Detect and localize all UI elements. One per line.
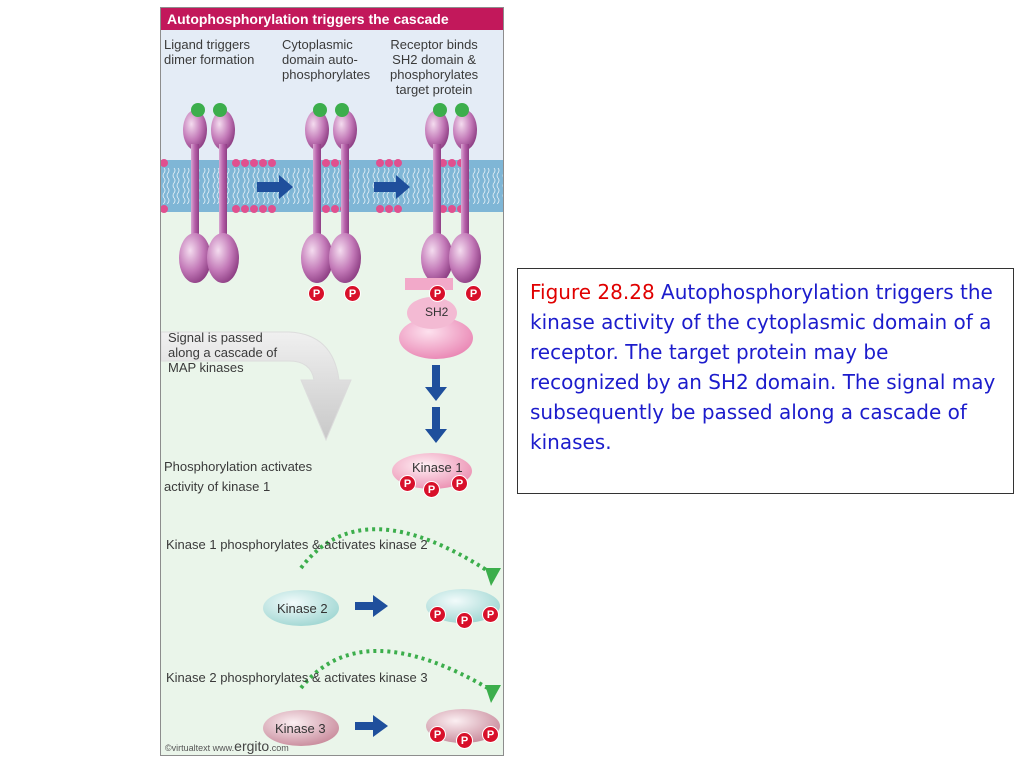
lipid-head — [322, 205, 330, 213]
phospho-marker: P — [465, 285, 482, 302]
ligand — [335, 103, 349, 117]
diagram-graphic — [161, 30, 503, 755]
lipid-head — [394, 205, 402, 213]
lipid-head — [259, 205, 267, 213]
ligand — [191, 103, 205, 117]
ligand — [455, 103, 469, 117]
receptor-dimer — [179, 103, 239, 283]
lipid-head — [232, 159, 240, 167]
receptor-dimers — [179, 103, 481, 283]
lipid-head — [331, 205, 339, 213]
arrow-right-icon — [355, 715, 388, 737]
lipid-head — [241, 159, 249, 167]
lipid-head — [385, 205, 393, 213]
ligand — [313, 103, 327, 117]
gray-cascade-arrow — [161, 331, 352, 442]
ligand-label: Ligand triggers dimer formation — [164, 37, 255, 67]
phospho-marker: P — [399, 475, 416, 492]
lipid-head — [385, 159, 393, 167]
lipid-head — [448, 159, 456, 167]
cytoplasmic-label: Cytoplasmic domain auto- phosphorylates — [282, 37, 371, 82]
receptor-transmembrane — [313, 144, 321, 254]
lipid-head — [250, 159, 258, 167]
phospho-marker: P — [482, 726, 499, 743]
phospho-marker: P — [423, 481, 440, 498]
kinase-3-label: Kinase 3 — [275, 721, 326, 736]
lipid-head — [331, 159, 339, 167]
membrane-arrows — [257, 175, 410, 199]
signal-text: Signal is passed along a cascade of MAP … — [168, 330, 278, 375]
dotted-arrows — [299, 527, 493, 692]
receptor-extracellular-domain — [453, 110, 477, 150]
receptor-cytoplasmic-domain — [449, 233, 481, 283]
receptor-cytoplasmic-domain — [179, 233, 211, 283]
kinase-2-shape — [263, 590, 339, 626]
lipid-head — [376, 205, 384, 213]
arrow-down-icon — [425, 407, 447, 443]
receptor-transmembrane — [461, 144, 469, 254]
receptor-cytoplasmic-domain — [329, 233, 361, 283]
lipid-head — [232, 205, 240, 213]
receptor-dimer — [301, 103, 361, 283]
phospho-marker: P — [344, 285, 361, 302]
arrow-right-icon — [355, 595, 388, 617]
ligand — [433, 103, 447, 117]
phospho-marker: P — [429, 285, 446, 302]
phospho-marker: P — [456, 612, 473, 629]
phosphorylation-text: Phosphorylation activates activity of ki… — [164, 459, 313, 494]
lipid-head — [376, 159, 384, 167]
receptor-extracellular-domain — [183, 110, 207, 150]
kinase-3-shape — [263, 710, 339, 746]
receptor-cytoplasmic-domain — [301, 233, 333, 283]
ligand — [213, 103, 227, 117]
receptor-transmembrane — [433, 144, 441, 254]
arrow-right-icon — [374, 175, 410, 199]
arrow-right-icon — [257, 175, 293, 199]
receptor-cytoplasmic-domain — [207, 233, 239, 283]
lipid-head — [394, 159, 402, 167]
lipid-head — [322, 159, 330, 167]
sh2-label: SH2 — [425, 305, 449, 319]
lipid-head — [161, 159, 168, 167]
figure-panel: Autophosphorylation triggers the cascade… — [160, 7, 504, 756]
receptor-extracellular-domain — [333, 110, 357, 150]
figure-title: Autophosphorylation triggers the cascade — [167, 11, 449, 27]
credit-line: ©virtualtext www.ergito.com — [165, 738, 289, 754]
receptor-transmembrane — [341, 144, 349, 254]
phospho-marker: P — [429, 726, 446, 743]
phospho-marker: P — [456, 732, 473, 749]
kinase-1-action: Kinase 1 phosphorylates & activates kina… — [166, 537, 428, 552]
receptor-extracellular-domain — [305, 110, 329, 150]
receptor-label: Receptor binds SH2 domain & phosphorylat… — [390, 37, 479, 97]
receptor-transmembrane — [219, 144, 227, 254]
phospho-marker: P — [482, 606, 499, 623]
phospho-marker: P — [451, 475, 468, 492]
lipid-head — [268, 205, 276, 213]
lipid-head — [241, 205, 249, 213]
down-arrows — [425, 365, 447, 443]
lipid-head — [259, 159, 267, 167]
kinase-2-action: Kinase 2 phosphorylates & activates kina… — [166, 670, 428, 685]
kinase-1-label: Kinase 1 — [412, 460, 463, 475]
caption-box: Figure 28.28 Autophosphorylation trigger… — [517, 268, 1014, 494]
receptor-extracellular-domain — [211, 110, 235, 150]
receptor-transmembrane — [191, 144, 199, 254]
lipid-head — [161, 205, 168, 213]
figure-title-bar: Autophosphorylation triggers the cascade — [161, 8, 503, 30]
caption-text: Autophosphorylation triggers the kinase … — [530, 280, 996, 454]
receptor-dimer — [421, 103, 481, 283]
receptor-cytoplasmic-domain — [421, 233, 453, 283]
cell-membrane — [161, 159, 503, 213]
receptor-extracellular-domain — [425, 110, 449, 150]
phospho-marker: P — [429, 606, 446, 623]
lipid-head — [250, 205, 258, 213]
kinase-2-label: Kinase 2 — [277, 601, 328, 616]
lipid-head — [268, 159, 276, 167]
figure-number: Figure 28.28 — [530, 280, 655, 304]
arrow-down-icon — [425, 365, 447, 401]
phospho-marker: P — [308, 285, 325, 302]
lipid-head — [448, 205, 456, 213]
